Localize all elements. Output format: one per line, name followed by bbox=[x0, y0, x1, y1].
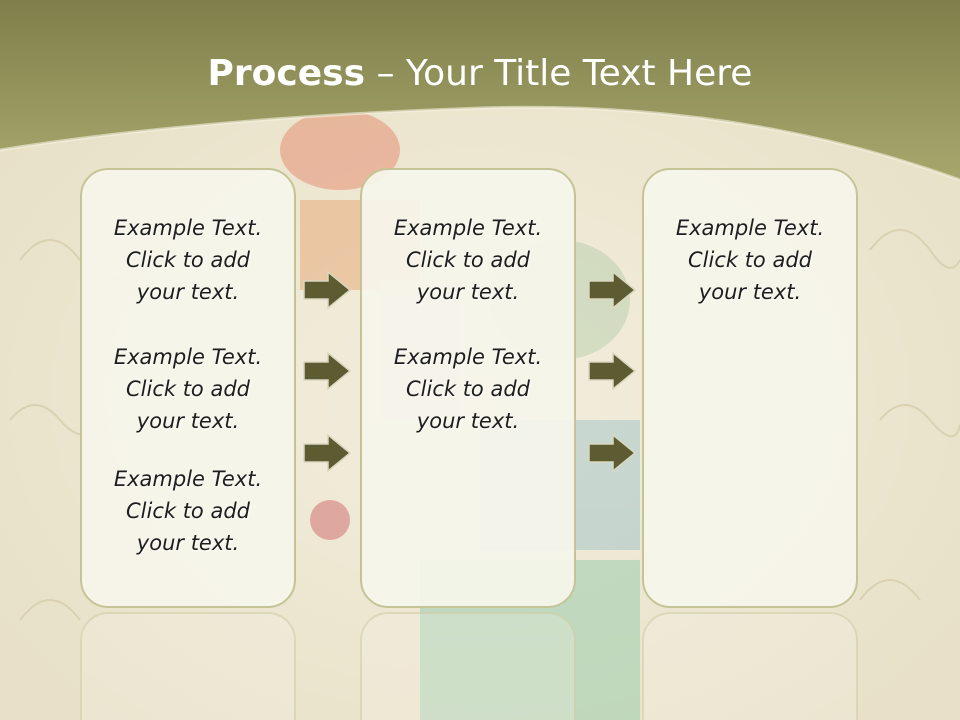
right-arrow-icon bbox=[588, 351, 637, 391]
box-1-reflection bbox=[80, 612, 296, 720]
box-1-item-1[interactable]: Example Text. Click to add your text. bbox=[82, 212, 294, 308]
box-1-item-2[interactable]: Example Text. Click to add your text. bbox=[82, 341, 294, 437]
right-arrow-icon bbox=[303, 270, 352, 310]
item-line: Click to add bbox=[125, 499, 250, 523]
item-line: Click to add bbox=[687, 248, 812, 272]
item-line: your text. bbox=[416, 280, 520, 304]
item-line: Click to add bbox=[405, 377, 530, 401]
item-line: Example Text. bbox=[113, 345, 263, 369]
item-line: Example Text. bbox=[393, 345, 543, 369]
box-2-item-2[interactable]: Example Text. Click to add your text. bbox=[362, 341, 574, 437]
item-line: your text. bbox=[136, 531, 240, 555]
slide-title: Process – Your Title Text Here bbox=[0, 52, 960, 96]
item-line: your text. bbox=[136, 409, 240, 433]
item-line: your text. bbox=[416, 409, 520, 433]
item-line: Click to add bbox=[405, 248, 530, 272]
right-arrow-icon bbox=[588, 433, 637, 473]
item-line: Click to add bbox=[125, 377, 250, 401]
box-3-item-1[interactable]: Example Text. Click to add your text. bbox=[644, 212, 856, 308]
title-rest: – Your Title Text Here bbox=[365, 53, 753, 94]
item-line: your text. bbox=[136, 280, 240, 304]
right-arrow-icon bbox=[303, 433, 352, 473]
process-box-2[interactable]: Example Text. Click to add your text. Ex… bbox=[360, 168, 576, 608]
item-line: Example Text. bbox=[113, 216, 263, 240]
title-bold: Process bbox=[207, 53, 366, 94]
item-line: Click to add bbox=[125, 248, 250, 272]
right-arrow-icon bbox=[588, 270, 637, 310]
process-box-1[interactable]: Example Text. Click to add your text. Ex… bbox=[80, 168, 296, 608]
box-1-item-3[interactable]: Example Text. Click to add your text. bbox=[82, 463, 294, 559]
right-arrow-icon bbox=[303, 351, 352, 391]
box-3-reflection bbox=[642, 612, 858, 720]
box-2-item-1[interactable]: Example Text. Click to add your text. bbox=[362, 212, 574, 308]
item-line: Example Text. bbox=[675, 216, 825, 240]
item-line: Example Text. bbox=[113, 467, 263, 491]
box-2-reflection bbox=[360, 612, 576, 720]
item-line: your text. bbox=[698, 280, 802, 304]
item-line: Example Text. bbox=[393, 216, 543, 240]
process-box-3[interactable]: Example Text. Click to add your text. bbox=[642, 168, 858, 608]
